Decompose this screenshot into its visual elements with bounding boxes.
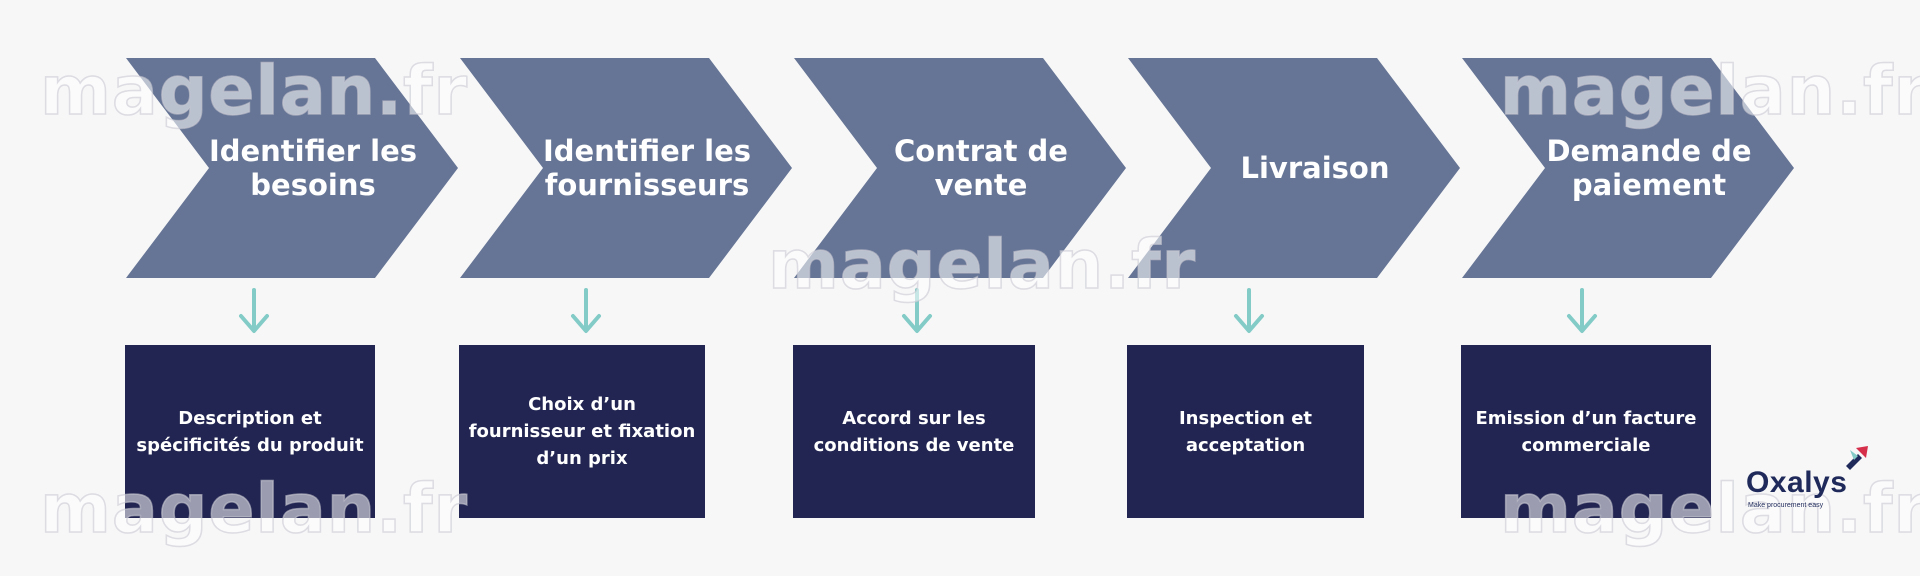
step-2-title: Identifier les fournisseurs (542, 134, 752, 202)
watermark: magelan.fr (1499, 469, 1920, 550)
down-arrow-icon (1234, 288, 1264, 333)
chevron-step-1 (126, 58, 458, 278)
oxalys-logo-mark (1846, 446, 1868, 470)
step-4-detail-box: Inspection et acceptation (1127, 345, 1364, 518)
chevron-step-3 (794, 58, 1126, 278)
step-2-detail-box: Choix d’un fournisseur et fixation d’un … (459, 345, 705, 518)
watermark: magelan.fr (39, 469, 469, 550)
logo-name: Oxalys (1746, 466, 1848, 499)
chevron-step-2 (460, 58, 792, 278)
chevron-step-4 (1128, 58, 1460, 278)
watermark: magelan.fr (767, 225, 1197, 306)
step-5-title: Demande de paiement (1546, 134, 1752, 202)
down-arrow-icon (571, 288, 601, 333)
oxalys-logo: Oxalys Make procurement easy (1742, 444, 1872, 514)
step-4-title: Livraison (1240, 151, 1390, 185)
down-arrow-icon (1567, 288, 1597, 333)
watermark: magelan.fr (39, 51, 469, 132)
step-3-title: Contrat de vente (894, 134, 1068, 202)
chevron-step-5 (1462, 58, 1794, 278)
logo-tagline: Make procurement easy (1748, 502, 1824, 509)
step-5-detail-box: Emission d’un facture commerciale (1461, 345, 1711, 518)
step-1-title: Identifier les besoins (208, 134, 418, 202)
down-arrow-icon (902, 288, 932, 333)
watermark: magelan.fr (1499, 51, 1920, 132)
down-arrow-icon (239, 288, 269, 333)
step-1-detail-box: Description et spécificités du produit (125, 345, 375, 518)
step-3-detail-box: Accord sur les conditions de vente (793, 345, 1035, 518)
